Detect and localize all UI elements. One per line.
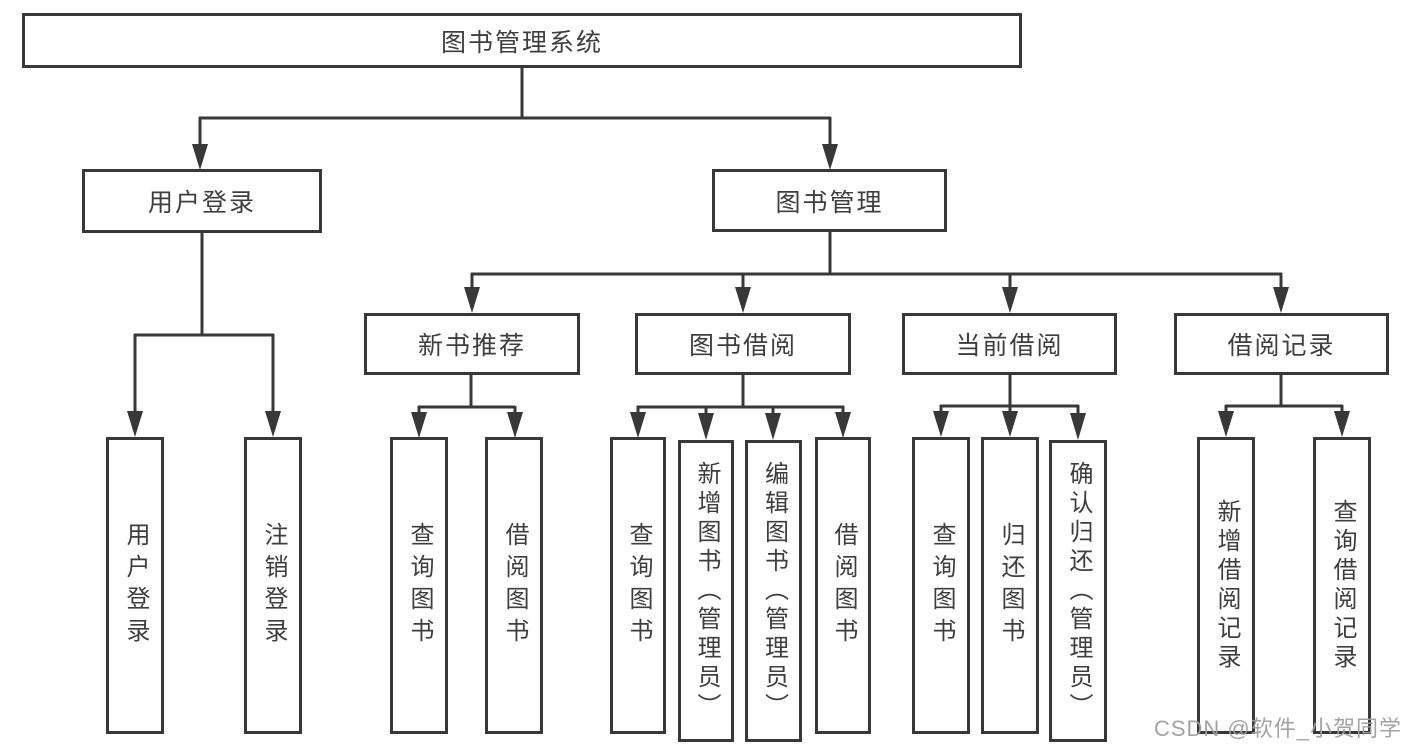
node-new-book-recommend: 新书推荐 [364, 313, 580, 375]
connector-borrow-to-leaves [636, 375, 845, 414]
node-borrow-records: 借阅记录 [1174, 313, 1389, 375]
node-label: 图书管理 [775, 188, 884, 217]
leaf-label: 确认归还（管理员） [1065, 460, 1092, 722]
leaf-label: 新增借阅记录 [1213, 498, 1240, 673]
leaf-add-books-admin: 新增图书（管理员） [678, 440, 734, 742]
leaf-edit-books-admin: 编辑图书（管理员） [745, 440, 802, 742]
arrow-down-icon [1334, 411, 1350, 437]
arrow-down-icon [933, 411, 949, 437]
leaf-label: 用户登录 [122, 521, 149, 650]
leaf-confirm-return-admin: 确认归还（管理员） [1049, 440, 1107, 742]
leaf-label: 查询借阅记录 [1329, 498, 1356, 673]
node-label: 新书推荐 [417, 332, 526, 360]
connector-recommend-to-leaves [417, 375, 517, 414]
arrow-down-icon [1002, 287, 1018, 313]
arrow-down-icon [1070, 413, 1086, 440]
node-book-borrow: 图书借阅 [635, 313, 851, 375]
leaf-label: 注销登录 [260, 521, 287, 650]
arrow-down-icon [411, 412, 427, 438]
leaf-query-borrow-record: 查询借阅记录 [1313, 437, 1371, 734]
leaf-label: 查询图书 [625, 521, 652, 650]
node-user-login: 用户登录 [82, 169, 322, 233]
node-label: 借阅记录 [1227, 332, 1336, 360]
leaf-query-books: 查询图书 [912, 437, 970, 734]
node-label: 用户登录 [147, 189, 256, 217]
leaf-label: 新增图书（管理员） [693, 460, 720, 722]
arrow-down-icon [822, 144, 838, 170]
arrow-down-icon [630, 412, 646, 438]
arrow-down-icon [507, 412, 523, 438]
leaf-add-borrow-record: 新增借阅记录 [1197, 437, 1255, 734]
node-label: 当前借阅 [955, 332, 1064, 360]
arrow-down-icon [1002, 411, 1018, 437]
connector-root-to-level1 [198, 68, 832, 148]
leaf-borrow-books: 借阅图书 [815, 437, 871, 734]
arrow-down-icon [127, 411, 143, 437]
arrow-down-icon [765, 413, 781, 440]
node-book-management: 图书管理 [712, 169, 947, 232]
leaf-label: 归还图书 [997, 521, 1024, 650]
arrow-down-icon [698, 413, 714, 440]
arrow-down-icon [1218, 411, 1234, 437]
csdn-watermark: CSDN @软件_小贺同学 [1153, 716, 1402, 741]
node-current-borrow: 当前借阅 [902, 313, 1117, 375]
connector-current-to-leaves [939, 375, 1080, 413]
leaf-label: 查询图书 [928, 521, 955, 650]
leaf-query-books: 查询图书 [390, 437, 448, 734]
connector-records-to-leaves [1224, 375, 1344, 413]
node-label: 图书管理系统 [440, 28, 603, 57]
node-library-management-system: 图书管理系统 [22, 13, 1022, 68]
arrow-down-icon [192, 144, 208, 170]
arrow-down-icon [265, 411, 281, 437]
node-label: 图书借阅 [688, 332, 797, 360]
arrow-down-icon [464, 287, 480, 313]
arrow-down-icon [1273, 287, 1289, 313]
arrow-down-icon [735, 287, 751, 313]
leaf-label: 查询图书 [406, 521, 433, 650]
leaf-return-books: 归还图书 [981, 437, 1039, 734]
connector-mgmt-to-level2 [470, 232, 1283, 291]
leaf-borrow-books: 借阅图书 [485, 437, 543, 734]
leaf-user-login: 用户登录 [106, 437, 164, 734]
arrow-down-icon [835, 412, 851, 438]
leaf-logout: 注销登录 [244, 437, 302, 734]
connector-login-to-leaves [133, 233, 275, 413]
leaf-label: 借阅图书 [501, 521, 528, 650]
leaf-label: 借阅图书 [830, 521, 857, 650]
leaf-label: 编辑图书（管理员） [760, 460, 788, 722]
leaf-query-books: 查询图书 [610, 437, 666, 734]
